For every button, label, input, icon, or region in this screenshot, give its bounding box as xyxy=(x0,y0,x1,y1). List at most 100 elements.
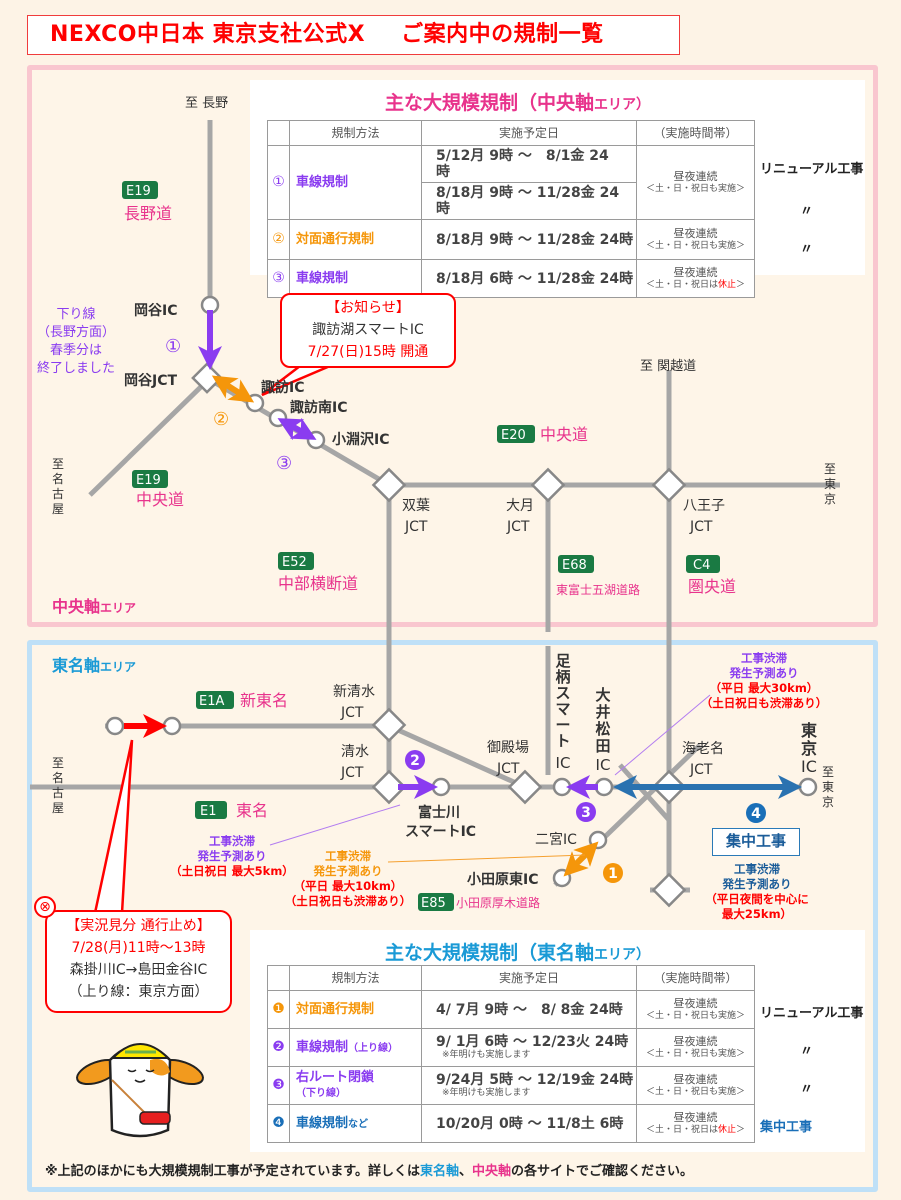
row-num: ③ xyxy=(267,259,290,298)
arrow-chuo-3 xyxy=(277,417,317,441)
char: 京 xyxy=(822,795,834,809)
mark-tomei-1-text: 1 xyxy=(608,866,618,882)
ic-fujikawa xyxy=(431,777,451,797)
badge-e19b-text: E19 xyxy=(136,473,161,488)
link-chuo[interactable]: 中央軸 xyxy=(471,1164,511,1179)
line: 工事渋滞 xyxy=(741,651,787,665)
tomei-area-label: 東名軸エリア xyxy=(52,656,136,675)
time: 昼夜連続 xyxy=(673,996,718,1010)
ic-ashigara xyxy=(552,777,572,797)
label-shinshimizu: 新清水 xyxy=(333,684,375,700)
line: 工事渋滞 xyxy=(325,849,371,863)
char: 至 xyxy=(52,457,64,471)
label-higashifuji: 東富士五湖道路 xyxy=(556,582,640,597)
char: 名 xyxy=(52,471,64,486)
leader-lines xyxy=(269,694,711,863)
ic-ninomiya xyxy=(588,830,608,850)
label-fujikawa: 富士川 xyxy=(418,804,460,821)
char: 東 xyxy=(822,780,834,794)
line: （平日 最大30km） xyxy=(710,681,819,695)
row-method: 車線規制 xyxy=(289,259,422,298)
badge-e52-text: E52 xyxy=(282,555,307,570)
closure-date: 7/28(月)11時～13時 xyxy=(71,940,206,956)
time: 昼夜連続 xyxy=(673,1110,718,1124)
header-method: 規制方法 xyxy=(289,965,422,991)
ic-kobuchizawa xyxy=(306,430,326,450)
time: 昼夜連続 xyxy=(673,265,718,279)
footnote: ※上記のほかにも大規模規制工事が予定されています。詳しくは東名軸、中央軸の各サイ… xyxy=(45,1164,694,1179)
badge-e68 xyxy=(558,555,594,573)
date-2: 8/18月 9時 ～ 11/28金 24時 xyxy=(436,185,620,217)
badge-e1-text: E1 xyxy=(200,804,217,819)
closure-direction: （上り線：東京方面） xyxy=(68,984,209,1000)
time: 昼夜連続 xyxy=(673,1072,718,1086)
label-shinshimizu-jct: JCT xyxy=(340,705,364,721)
badge-e1a xyxy=(196,691,234,709)
char: 屋 xyxy=(52,801,64,815)
jct-hachioji xyxy=(651,467,687,503)
label-tomei: 東名 xyxy=(236,801,268,820)
label-to-nagoya-bottom: 至 名 古 屋 xyxy=(52,756,64,815)
leader-orange xyxy=(387,854,586,863)
note-line: 終了しました xyxy=(37,360,115,376)
arrow-chuo-2 xyxy=(211,375,255,403)
char: 東 xyxy=(824,477,836,491)
jct-gotemba xyxy=(507,769,543,805)
char: マ xyxy=(555,700,570,718)
label-hachioji-jct: JCT xyxy=(689,519,713,535)
notice-tail xyxy=(261,364,331,397)
mark-chuo-2: ② xyxy=(213,409,229,430)
table-header: 規制方法実施予定日（実施時間帯） xyxy=(267,120,755,146)
ic-tokyo xyxy=(798,777,818,797)
char: 足 xyxy=(555,652,571,670)
row-method: 車線規制 xyxy=(289,145,422,220)
table-row: ❹ 車線規制など 10/20月 0時 ～ 11/8土 6時 昼夜連続＜土・日・祝… xyxy=(267,1104,755,1143)
note-line: （長野方面） xyxy=(37,324,115,340)
no-entry-icon: ⊗ xyxy=(34,896,56,918)
label-ninomiya: 二宮IC xyxy=(535,832,577,848)
ic-shintomei-west xyxy=(105,716,125,736)
badge-e52 xyxy=(278,552,314,570)
chuo-panel-title: 主な大規模規制（中央軸エリア） xyxy=(384,92,650,114)
table-row: ② 対面通行規制 8/18月 9時 ～ 11/28金 24時 昼夜連続＜土・日・… xyxy=(267,219,755,260)
label-tokyo-ic: 東 京 IC xyxy=(801,721,817,776)
char: 京 xyxy=(801,739,817,758)
title-right: ご案内中の規制一覧 xyxy=(401,22,604,47)
table-row: ❷ 車線規制（上り線） 9/ 1月 6時 ～ 12/23火 24時※年明けも実施… xyxy=(267,1028,755,1067)
concentrated-work-label: 集中工事 xyxy=(712,828,800,856)
ic-oimatsuda xyxy=(594,777,614,797)
row-time: 昼夜連続＜土・日・祝日は休止＞ xyxy=(636,259,755,298)
time-note: ＜土・日・祝日は休止＞ xyxy=(645,1124,746,1135)
side-label: 〃 xyxy=(800,1082,814,1097)
time-note: ＜土・日・祝日も実施＞ xyxy=(645,1086,745,1097)
row-date: 4/ 7月 9時 ～ 8/ 8金 24時 xyxy=(421,990,637,1029)
row-date: 8/18月 6時 ～ 11/28金 24時 xyxy=(421,259,637,298)
char: 至 xyxy=(824,462,836,476)
mark-tomei-4 xyxy=(746,803,766,823)
label-kobuchizawa-ic: 小淵沢IC xyxy=(332,431,389,448)
badge-e19 xyxy=(122,181,158,199)
row-num: ❹ xyxy=(267,1104,290,1143)
label-suwa-ic: 諏訪IC xyxy=(261,379,304,396)
char: 至 xyxy=(822,765,834,779)
label-ebina-jct: JCT xyxy=(689,762,713,778)
closure-callout: 【実況見分 通行止め】 7/28(月)11時～13時 森掛川IC→島田金谷IC … xyxy=(45,910,232,1013)
restriction-arrows xyxy=(124,310,802,877)
row-time: 昼夜連続＜土・日・祝日も実施＞ xyxy=(636,990,755,1029)
road-shintomei xyxy=(105,723,527,790)
jct-otsuki xyxy=(530,467,566,503)
link-tomei[interactable]: 東名軸 xyxy=(419,1164,459,1179)
char: 大 xyxy=(595,686,610,704)
label-to-tokyo-bottom: 至 東 京 xyxy=(822,765,834,809)
header-time: （実施時間帯） xyxy=(636,120,755,146)
label-gotemba-jct: JCT xyxy=(496,761,520,777)
badge-e85 xyxy=(418,893,454,911)
row-num: ❷ xyxy=(267,1028,290,1067)
char: IC xyxy=(801,757,817,776)
note-line: 下り線 xyxy=(56,306,95,322)
tomei-restriction-table: 規制方法実施予定日（実施時間帯） ❶ 対面通行規制 4/ 7月 9時 ～ 8/ … xyxy=(267,965,755,1143)
label-hachioji: 八王子 xyxy=(683,498,725,514)
mark-tomei-3-text: 3 xyxy=(581,805,591,821)
row-method: 対面通行規制 xyxy=(289,219,422,260)
